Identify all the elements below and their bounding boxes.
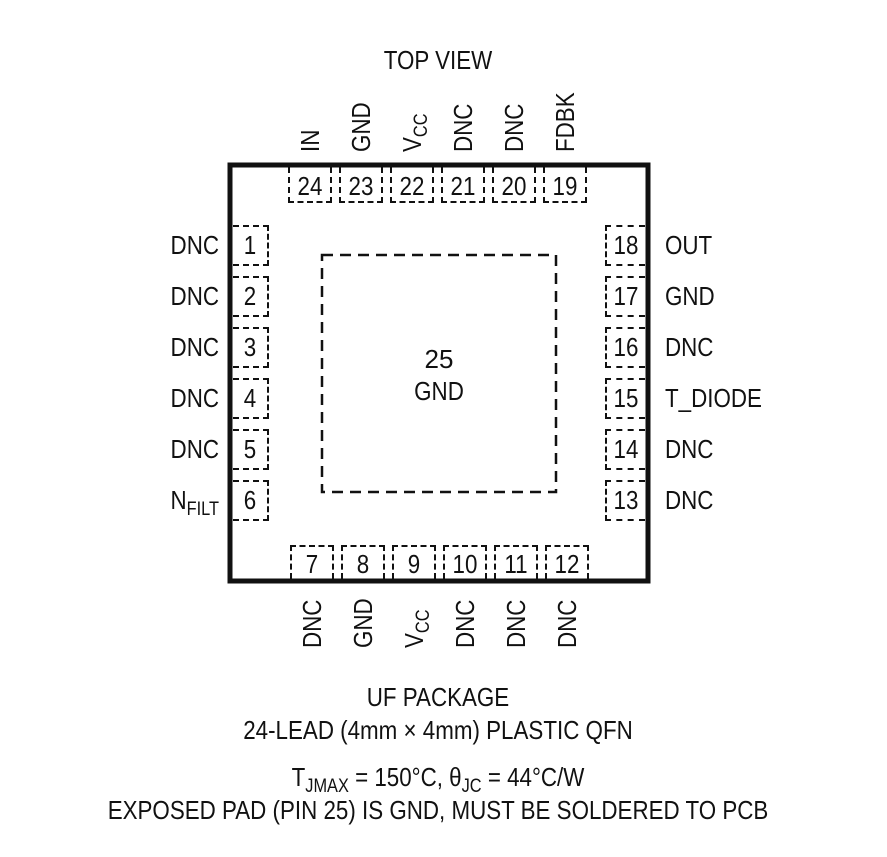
pin-name-21: DNC	[448, 103, 478, 152]
pin-pad-23	[339, 167, 383, 203]
pin-pad-1	[233, 225, 269, 266]
pin-name-4: DNC	[170, 383, 219, 413]
pin-name-13: DNC	[665, 485, 714, 515]
thermal-spec: TJMAX = 150°C, θJC = 44°C/W	[223, 762, 653, 796]
pin-name-subscript: CC	[411, 113, 432, 138]
pin-number-5: 5	[243, 434, 257, 464]
pin-name-11: DNC	[501, 599, 531, 648]
pin-pad-19	[543, 167, 587, 203]
tj-subscript: JMAX	[305, 776, 349, 797]
exposed-pad-note: EXPOSED PAD (PIN 25) IS GND, MUST BE SOL…	[107, 795, 769, 825]
theta-symbol: θ	[449, 762, 462, 792]
pin-pad-11	[494, 545, 538, 579]
pin-name-3: DNC	[170, 332, 219, 362]
pin-pad-2	[233, 276, 269, 317]
pin-pad-16	[605, 327, 645, 368]
pin-number-16: 16	[613, 332, 639, 362]
pin-pad-8	[341, 545, 385, 579]
pin-name-18: OUT	[665, 230, 713, 260]
pin-pad-4	[233, 378, 269, 419]
pin-pad-12	[545, 545, 589, 579]
pin-name-5: DNC	[170, 434, 219, 464]
pin-pad-3	[233, 327, 269, 368]
pin-pad-9	[392, 545, 436, 579]
pin-name-23: GND	[346, 102, 376, 152]
pin-number-15: 15	[613, 383, 639, 413]
pin-name-17: GND	[665, 281, 715, 311]
pin-number-6: 6	[243, 485, 257, 515]
pin-pad-5	[233, 429, 269, 470]
pin-name-12: DNC	[552, 599, 582, 648]
theta-value: = 44°C/W	[481, 762, 585, 792]
pin-pad-18	[605, 225, 645, 266]
pin-number-24: 24	[297, 171, 323, 201]
pin-name-2: DNC	[170, 281, 219, 311]
pin-pad-15	[605, 378, 645, 419]
pin-number-7: 7	[305, 549, 319, 579]
pin-name-1: DNC	[170, 230, 219, 260]
package-description: 24-LEAD (4mm × 4mm) PLASTIC QFN	[243, 715, 633, 745]
pin-number-4: 4	[243, 383, 257, 413]
pin-pad-6	[233, 480, 269, 521]
pin-name-15: T_DIODE	[665, 383, 762, 413]
pin-number-11: 11	[504, 549, 528, 579]
pin-pad-24	[288, 167, 332, 203]
pin-number-22: 22	[399, 171, 425, 201]
tj-symbol: T	[291, 762, 306, 792]
pin-name-24: IN	[295, 129, 325, 152]
pin-name-6: NFILT	[170, 485, 219, 520]
diagram-title: TOP VIEW	[383, 45, 493, 75]
pin-number-13: 13	[613, 485, 639, 515]
pin-number-20: 20	[501, 171, 527, 201]
pin-number-1: 1	[243, 230, 257, 260]
pin-number-8: 8	[356, 549, 370, 579]
pin-name-subscript: CC	[413, 609, 434, 634]
pin-number-18: 18	[613, 230, 639, 260]
pin-name-9: VCC	[399, 609, 434, 648]
pin-pad-13	[605, 480, 645, 521]
pin-number-19: 19	[552, 171, 578, 201]
pin-name-8: GND	[348, 598, 378, 648]
pin-number-14: 14	[613, 434, 639, 464]
pin-number-21: 21	[450, 171, 476, 201]
pin-name-20: DNC	[499, 103, 529, 152]
pin-name-19: FDBK	[550, 92, 580, 152]
pin-number-2: 2	[243, 281, 257, 311]
package-name: UF PACKAGE	[366, 682, 510, 712]
pin-number-23: 23	[348, 171, 374, 201]
pin-pad-22	[390, 167, 434, 203]
pin-name-14: DNC	[665, 434, 714, 464]
pin-name-22: VCC	[397, 113, 432, 152]
pin-name-7: DNC	[297, 599, 327, 648]
exposed-pad-number: 25	[424, 344, 454, 374]
pin-pad-21	[441, 167, 485, 203]
pin-pad-10	[443, 545, 487, 579]
pin-name-16: DNC	[665, 332, 714, 362]
pin-number-3: 3	[243, 332, 257, 362]
pin-name-subscript: FILT	[186, 499, 219, 520]
tj-value: = 150°C,	[348, 762, 450, 792]
pin-number-12: 12	[554, 549, 580, 579]
pin-name-10: DNC	[450, 599, 480, 648]
pin-pad-14	[605, 429, 645, 470]
exposed-pad-name: GND	[414, 376, 464, 406]
pin-number-17: 17	[613, 281, 639, 311]
pin-number-10: 10	[452, 549, 478, 579]
pin-pad-17	[605, 276, 645, 317]
pin-pad-20	[492, 167, 536, 203]
theta-subscript: JC	[461, 776, 482, 797]
pin-number-9: 9	[407, 549, 421, 579]
pin-pad-7	[290, 545, 334, 579]
